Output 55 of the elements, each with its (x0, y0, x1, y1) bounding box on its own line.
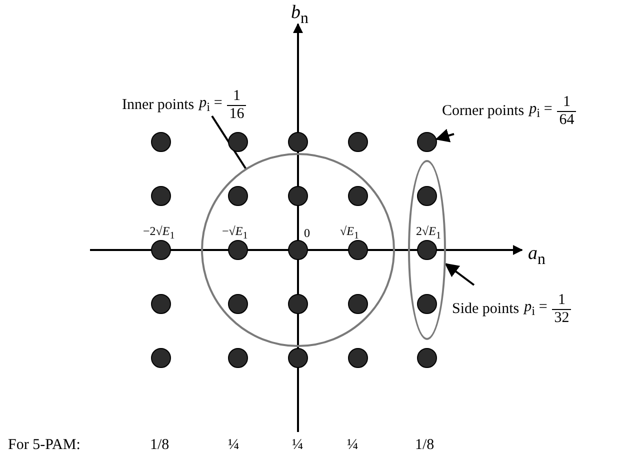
tick-label: −2√E$_{1}$ (143, 224, 175, 242)
constellation-point (151, 294, 171, 314)
probability-symbol: p$_{i}$ = (524, 299, 548, 319)
probability-value: ¼ (292, 437, 304, 454)
constellation-point (417, 240, 437, 260)
leader-line (435, 128, 454, 142)
probability-value: ¼ (228, 437, 240, 454)
constellation-point (348, 348, 368, 368)
annotation-text: Corner points (442, 102, 524, 120)
constellation-point (288, 186, 308, 206)
constellation-point (151, 132, 171, 152)
probability-symbol: p$_{i}$ = (199, 95, 222, 115)
constellation-point (288, 132, 308, 152)
probability-value: 1/8 (150, 437, 170, 454)
constellation-point (417, 186, 437, 206)
constellation-point (348, 186, 368, 206)
tick-label: 2√E$_{1}$ (416, 224, 441, 242)
constellation-point (151, 186, 171, 206)
fraction-denominator: 64 (557, 110, 576, 128)
tick-label: 0 (304, 226, 310, 241)
axis-label: a$_{n}$ (528, 243, 546, 269)
constellation-point (417, 132, 437, 152)
constellation-point (348, 294, 368, 314)
probability-value: 1/8 (415, 437, 434, 454)
constellation-point (228, 186, 248, 206)
axis-label: b$_{n}$ (291, 2, 308, 28)
fraction-denominator: 32 (552, 308, 572, 326)
constellation-point (288, 294, 308, 314)
constellation-point (417, 348, 437, 368)
fraction-numerator: 1 (557, 292, 567, 308)
constellation-point (151, 348, 171, 368)
constellation-point (228, 348, 248, 368)
probability-value: ¼ (347, 437, 358, 454)
constellation-point (228, 240, 248, 260)
leader-line (211, 115, 246, 169)
constellation-point (288, 348, 308, 368)
constellation-point (348, 240, 368, 260)
fraction-denominator: 16 (227, 104, 246, 122)
tick-label: √E$_{1}$ (340, 224, 359, 242)
constellation-point (348, 132, 368, 152)
fraction-numerator: 1 (232, 88, 242, 104)
constellation-point (288, 240, 308, 260)
leader-line (444, 263, 475, 286)
annotation-text: Side points (452, 300, 520, 318)
probability-symbol: p$_{i}$ = (529, 101, 552, 121)
row-caption: For 5-PAM: (8, 437, 80, 454)
tick-label: −√E$_{1}$ (222, 224, 248, 242)
region-circle (201, 153, 395, 347)
constellation-point (228, 132, 248, 152)
constellation-point (228, 294, 248, 314)
constellation-point (151, 240, 171, 260)
region-ellipse (408, 160, 446, 340)
annotation-text: Inner points (122, 96, 194, 114)
fraction-numerator: 1 (562, 94, 572, 110)
constellation-point (417, 294, 437, 314)
